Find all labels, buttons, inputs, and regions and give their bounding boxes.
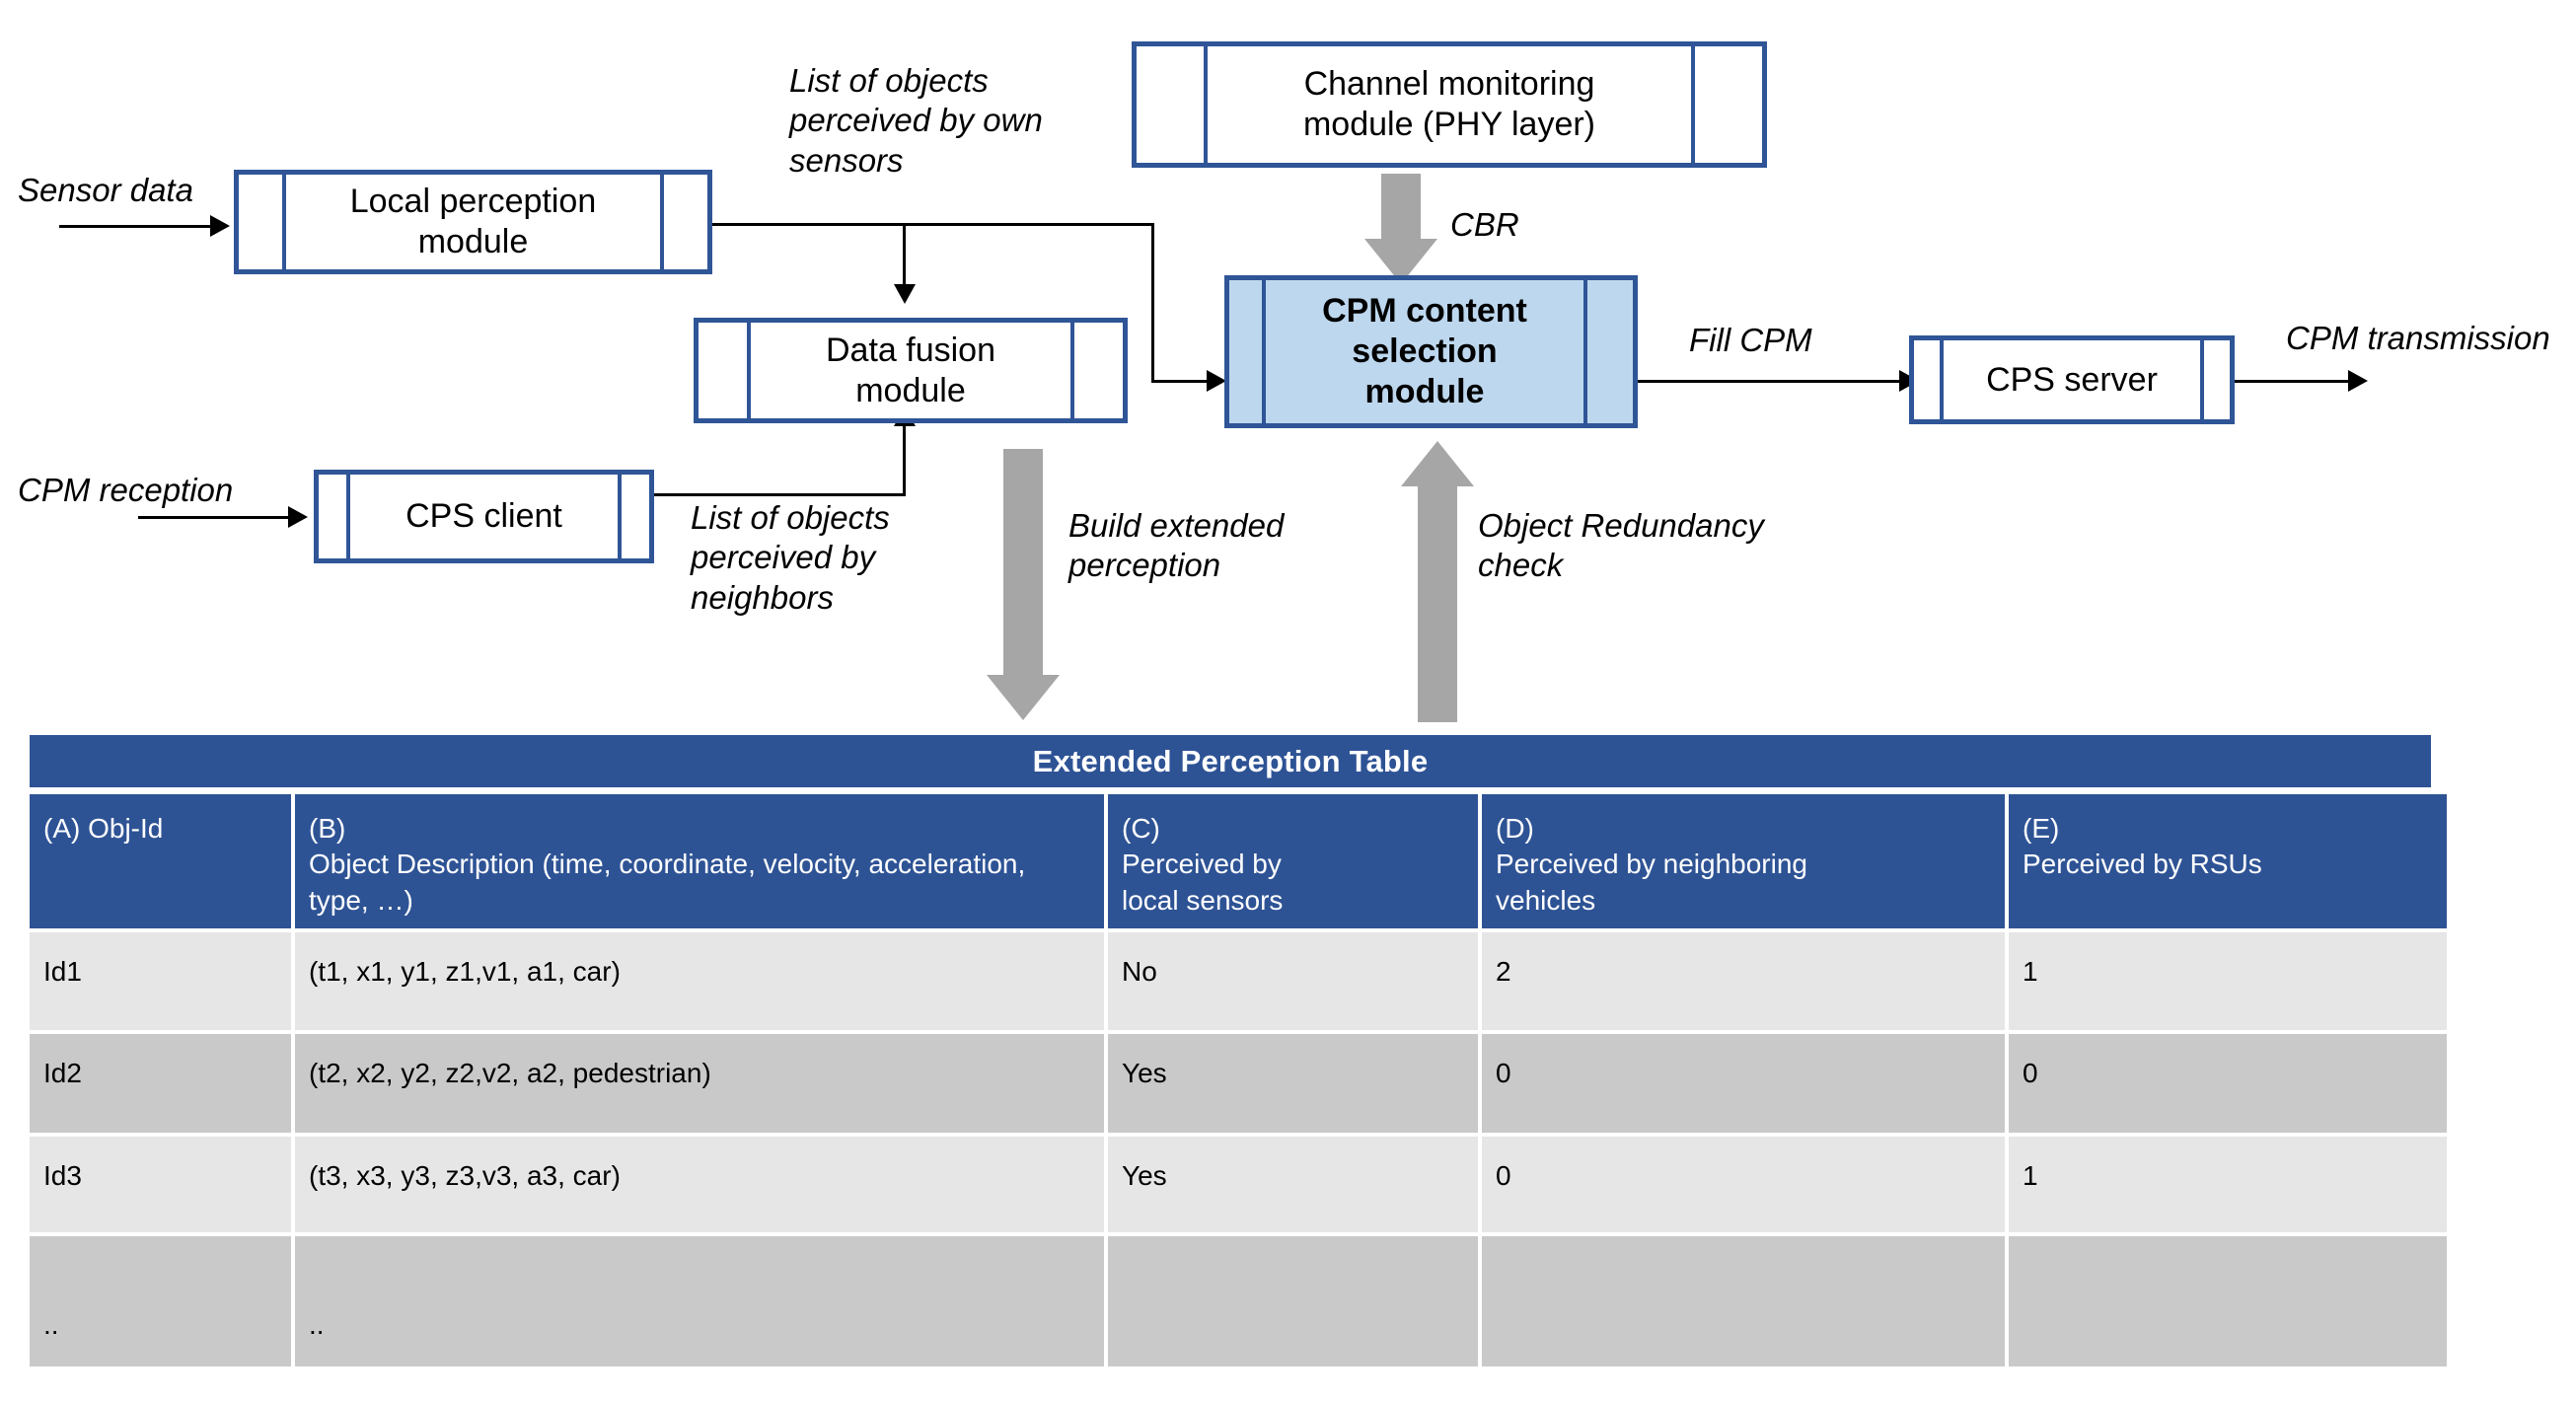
table-header-cell-c: (C) Perceived by local sensors <box>1108 794 1478 929</box>
grey-arrow-redundancy-shaft <box>1418 485 1457 722</box>
module-lug-left <box>1137 46 1208 163</box>
table-grid: (A) Obj-Id (B) Object Description (time,… <box>30 794 2447 1367</box>
module-cpm-content-selection-label: CPM content selection module <box>1322 292 1527 410</box>
table-row <box>1482 1236 2005 1367</box>
module-data-fusion-label: Data fusion module <box>826 331 995 409</box>
module-lug-right <box>1070 323 1123 418</box>
module-lug-left <box>1229 280 1266 423</box>
table-row: 0 <box>1482 1137 2005 1233</box>
module-lug-left <box>239 175 286 269</box>
connector-cpmreception-line <box>138 516 291 519</box>
connector-lpm-to-cpm-h <box>1151 380 1209 383</box>
table-header-cell-d: (D) Perceived by neighboring vehicles <box>1482 794 2005 929</box>
module-lug-left <box>699 323 751 418</box>
connector-cpmtx-arrow <box>2348 370 2368 392</box>
label-sensor-data: Sensor data <box>18 172 193 208</box>
label-cpm-reception: CPM reception <box>18 472 234 508</box>
module-cps-client[interactable]: CPS client <box>314 470 654 563</box>
connector-sensordata-line <box>59 225 212 228</box>
connector-sensordata-arrow <box>210 215 230 237</box>
module-cps-server-label: CPS server <box>1986 360 2158 399</box>
table-row: Yes <box>1108 1137 1478 1233</box>
connector-fillcpm-line <box>1638 380 1904 383</box>
table-row: .. <box>30 1236 291 1367</box>
module-cps-server[interactable]: CPS server <box>1909 335 2235 424</box>
table-row: Id3 <box>30 1137 291 1233</box>
grey-arrow-cbr-shaft <box>1381 174 1421 240</box>
module-channel-monitoring[interactable]: Channel monitoring module (PHY layer) <box>1132 41 1767 168</box>
table-row <box>1108 1236 1478 1367</box>
label-cbr: CBR <box>1450 206 1519 243</box>
table-row <box>2009 1236 2447 1367</box>
table-header-cell-e: (E) Perceived by RSUs <box>2009 794 2447 929</box>
table-row: No <box>1108 932 1478 1031</box>
table-title: Extended Perception Table <box>30 735 2431 787</box>
connector-cpsclient-to-fusion-v <box>903 424 906 493</box>
table-row: (t1, x1, y1, z1,v1, a1, car) <box>295 932 1104 1031</box>
module-lug-left <box>319 475 350 558</box>
extended-perception-table: Extended Perception Table (A) Obj-Id (B)… <box>30 735 2447 1367</box>
grey-arrow-build-head <box>987 675 1060 720</box>
label-object-redundancy-check: Object Redundancy check <box>1478 507 1764 584</box>
module-data-fusion[interactable]: Data fusion module <box>694 318 1128 423</box>
connector-lpm-to-cpm-v <box>1151 223 1154 381</box>
module-lug-right <box>1691 46 1762 163</box>
table-row: 0 <box>2009 1034 2447 1134</box>
label-cpm-transmission: CPM transmission <box>2286 320 2550 356</box>
table-row: 1 <box>2009 932 2447 1031</box>
connector-lpm-out-h <box>712 223 1154 226</box>
table-row: 2 <box>1482 932 2005 1031</box>
table-header-cell-a: (A) Obj-Id <box>30 794 291 929</box>
connector-cpmreception-arrow <box>288 506 308 528</box>
table-row: (t3, x3, y3, z3,v3, a3, car) <box>295 1137 1104 1233</box>
table-row: Id2 <box>30 1034 291 1134</box>
label-list-neighbors: List of objects perceived by neighbors <box>691 499 890 616</box>
module-lug-right <box>618 475 649 558</box>
module-local-perception[interactable]: Local perception module <box>234 170 712 274</box>
label-list-own-sensors: List of objects perceived by own sensors <box>789 62 1043 179</box>
table-header-cell-b: (B) Object Description (time, coordinate… <box>295 794 1104 929</box>
module-lug-right <box>660 175 707 269</box>
grey-arrow-redundancy-head <box>1401 441 1474 486</box>
module-lug-right <box>1583 280 1633 423</box>
module-local-perception-label: Local perception module <box>349 183 597 260</box>
module-channel-monitoring-label: Channel monitoring module (PHY layer) <box>1302 65 1596 143</box>
grey-arrow-build-shaft <box>1003 449 1043 676</box>
table-row: 1 <box>2009 1137 2447 1233</box>
table-row: Yes <box>1108 1034 1478 1134</box>
label-fill-cpm: Fill CPM <box>1689 322 1812 358</box>
module-cpm-content-selection[interactable]: CPM content selection module <box>1224 275 1638 428</box>
table-row: 0 <box>1482 1034 2005 1134</box>
module-lug-right <box>2200 340 2230 419</box>
connector-cpmtx-line <box>2235 380 2353 383</box>
module-cps-client-label: CPS client <box>405 497 562 536</box>
connector-lpm-to-fusion-v <box>903 223 906 286</box>
connector-lpm-to-cpm-arrow <box>1207 370 1226 392</box>
table-row: (t2, x2, y2, z2,v2, a2, pedestrian) <box>295 1034 1104 1134</box>
connector-cpsclient-out-h <box>654 493 906 496</box>
table-row: .. <box>295 1236 1104 1367</box>
connector-lpm-to-fusion-arrow <box>894 284 916 304</box>
table-row: Id1 <box>30 932 291 1031</box>
label-build-extended-perception: Build extended perception <box>1068 507 1285 584</box>
module-lug-left <box>1914 340 1944 419</box>
